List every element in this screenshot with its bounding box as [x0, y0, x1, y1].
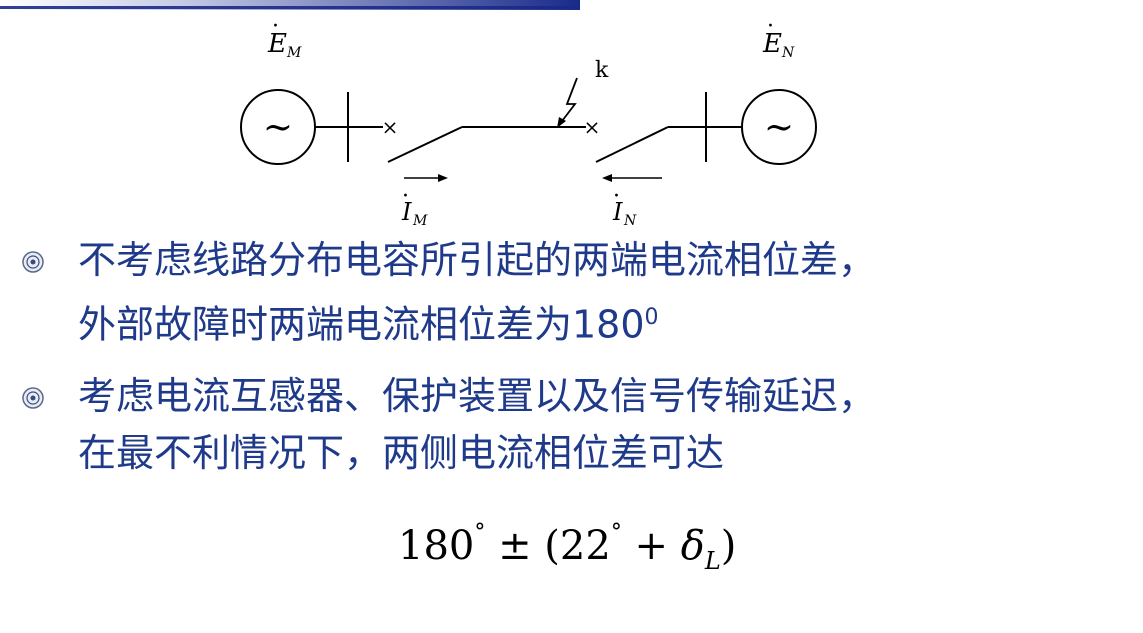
svg-text:E: E	[267, 29, 287, 59]
svg-text:·: ·	[402, 184, 409, 209]
emblem-bullet-icon	[22, 386, 44, 409]
title-underline-bar	[0, 0, 580, 10]
fault-lightning-icon	[558, 77, 578, 126]
line-n-segment	[595, 126, 669, 163]
emblem-bullet-icon	[22, 251, 44, 273]
generator-n-icon	[741, 89, 817, 165]
bullet-line: 外部故障时两端电流相位差为1800	[78, 302, 659, 347]
source-m-label: E · M	[267, 14, 302, 61]
svg-text:N: N	[781, 45, 795, 61]
fault-label: k	[595, 58, 609, 83]
svg-text:M: M	[412, 213, 428, 229]
bullet-item: 考虑电流互感器、保护装置以及信号传输延迟， 在最不利情况下，两侧电流相位差可达	[20, 368, 1130, 482]
phase-difference-formula: 180° ± (22° + δL)	[398, 520, 737, 575]
bullet-line: 不考虑线路分布电容所引起的两端电流相位差，	[78, 238, 877, 282]
svg-text:·: ·	[272, 14, 279, 39]
current-n-label: I · N	[612, 184, 637, 229]
generator-n-symbol: ~	[764, 107, 794, 148]
breaker-fault-icon: ×	[584, 115, 601, 139]
svg-text:I: I	[401, 198, 412, 226]
current-n-arrow-icon	[602, 174, 612, 182]
line-m-segment	[387, 126, 463, 163]
current-m-arrow-icon	[438, 174, 448, 182]
breaker-m-icon: ×	[382, 115, 399, 139]
svg-text:·: ·	[613, 184, 620, 209]
bullet-line: 在最不利情况下，两侧电流相位差可达	[78, 430, 725, 475]
svg-text:N: N	[623, 213, 637, 229]
transmission-line-diagram: ~ × × ~ k E · M E · N I · M I · N	[240, 14, 817, 229]
svg-text:M: M	[286, 45, 302, 61]
bullet-line: 考虑电流互感器、保护装置以及信号传输延迟，	[78, 373, 877, 418]
svg-text:·: ·	[767, 14, 774, 39]
generator-m-symbol: ~	[263, 107, 293, 148]
source-n-label: E · N	[762, 14, 795, 61]
bullet-list: 不考虑线路分布电容所引起的两端电流相位差， 外部故障时两端电流相位差为1800 …	[20, 232, 1130, 496]
bullet-item: 不考虑线路分布电容所引起的两端电流相位差， 外部故障时两端电流相位差为1800	[20, 232, 1130, 354]
svg-text:E: E	[762, 29, 782, 59]
fault-arrowhead-icon	[557, 117, 566, 128]
svg-text:I: I	[612, 198, 623, 226]
current-m-label: I · M	[401, 184, 428, 229]
